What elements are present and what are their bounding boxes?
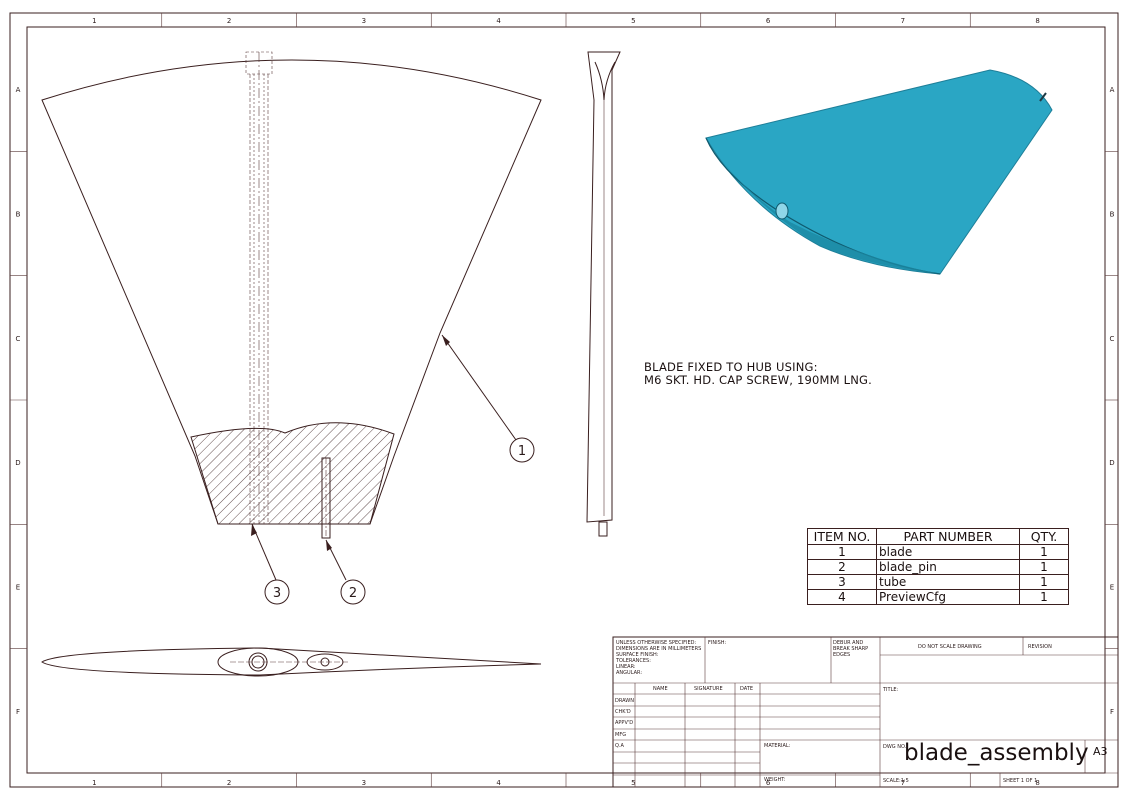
drawing-number: blade_assembly: [904, 740, 1089, 766]
zone-column-label: 8: [1035, 779, 1039, 787]
sheet-size: A3: [1093, 745, 1108, 758]
tube: [245, 51, 273, 524]
zone-column-label: 8: [1035, 17, 1039, 25]
bom-qty: 1: [1019, 574, 1069, 590]
front-view: [41, 51, 542, 539]
tb-qa: Q.A: [615, 743, 624, 749]
tb-date-header: DATE: [740, 686, 754, 692]
bom-header-part: PART NUMBER: [876, 528, 1020, 545]
tb-appvd: APPV'D: [615, 720, 634, 726]
bom-row: 2 blade_pin 1: [807, 559, 1069, 575]
zone-row-label: E: [1110, 584, 1114, 592]
zone-column-label: 3: [362, 779, 366, 787]
tb-dwg-no-label: DWG NO.: [883, 744, 907, 750]
zone-column-label: 6: [766, 779, 771, 787]
bom-item-no: 1: [807, 544, 877, 560]
zone-column-label: 6: [766, 17, 771, 25]
zone-row-label: E: [16, 584, 20, 592]
bom-header-item: ITEM NO.: [807, 528, 877, 545]
assembly-note-line-2: M6 SKT. HD. CAP SCREW, 190MM LNG.: [644, 373, 873, 387]
zone-column-label: 2: [227, 17, 231, 25]
zone-row-label: D: [15, 459, 20, 467]
zone-row-label: D: [1109, 459, 1114, 467]
callouts: 1 2 3: [251, 334, 535, 605]
tb-sheet: SHEET 1 OF 1: [1003, 778, 1038, 784]
bom-item-no: 3: [807, 574, 877, 590]
bom-part-number: blade: [876, 544, 1020, 560]
bottom-view: [41, 647, 542, 677]
zone-column-label: 5: [631, 779, 635, 787]
zone-column-label: 7: [901, 779, 905, 787]
zone-column-label: 1: [92, 779, 96, 787]
bom-part-number: tube: [876, 574, 1020, 590]
bom-qty: 1: [1019, 559, 1069, 575]
balloon-3: 3: [264, 579, 290, 605]
tb-revision: REVISION: [1028, 644, 1052, 650]
zone-row-label: F: [16, 708, 20, 716]
tb-chkd: CHK'D: [615, 709, 631, 715]
tb-weight: WEIGHT:: [764, 777, 786, 783]
svg-text:3: 3: [273, 586, 281, 601]
bom-row: 4 PreviewCfg 1: [807, 589, 1069, 605]
bom-row: 1 blade 1: [807, 544, 1069, 560]
isometric-model: [705, 69, 1053, 275]
zone-column-label: 4: [496, 779, 501, 787]
balloon-1: 1: [509, 437, 535, 463]
title-block-frame: [612, 636, 1119, 788]
bill-of-materials: ITEM NO. PART NUMBER QTY. 1 blade 1 2 bl…: [807, 528, 1069, 605]
tb-spec-note: UNLESS OTHERWISE SPECIFIED: DIMENSIONS A…: [616, 640, 702, 676]
zone-column-label: 3: [362, 17, 366, 25]
zone-row-label: C: [16, 335, 21, 343]
bom-part-number: blade_pin: [876, 559, 1020, 575]
tb-finish: FINISH:: [708, 640, 727, 646]
zone-row-label: A: [1110, 86, 1115, 94]
zone-row-label: F: [1110, 708, 1114, 716]
zone-column-label: 2: [227, 779, 231, 787]
tb-signature-header: SIGNATURE: [694, 686, 723, 692]
zone-row-label: B: [1110, 211, 1115, 219]
zone-column-label: 4: [496, 17, 501, 25]
balloon-2: 2: [340, 579, 366, 605]
bom-part-number: PreviewCfg: [876, 589, 1020, 605]
tb-mfg: MFG: [615, 732, 627, 738]
section-hatch: [190, 422, 395, 525]
zone-column-label: 7: [901, 17, 905, 25]
bom-qty: 1: [1019, 589, 1069, 605]
tb-drawn: DRAWN: [615, 698, 634, 704]
assembly-note-line-1: BLADE FIXED TO HUB USING:: [644, 360, 818, 374]
bom-row: 3 tube 1: [807, 574, 1069, 590]
tb-title-label: TITLE:: [883, 687, 899, 693]
bom-header-row: ITEM NO. PART NUMBER QTY.: [807, 528, 1069, 545]
bom-qty: 1: [1019, 544, 1069, 560]
svg-text:2: 2: [349, 586, 357, 601]
tb-scale: SCALE:1:5: [883, 778, 909, 784]
svg-text:1: 1: [518, 444, 526, 459]
side-view: [586, 51, 621, 537]
tb-material: MATERIAL:: [764, 743, 791, 749]
assembly-note: BLADE FIXED TO HUB USING: M6 SKT. HD. CA…: [644, 361, 872, 387]
zone-row-label: B: [16, 211, 21, 219]
zone-column-label: 1: [92, 17, 96, 25]
zone-row-label: C: [1110, 335, 1115, 343]
bom-item-no: 2: [807, 559, 877, 575]
tb-do-not-scale: DO NOT SCALE DRAWING: [918, 644, 982, 650]
blade-outline: [41, 59, 542, 525]
bom-item-no: 4: [807, 589, 877, 605]
tb-deburr: DEBUR AND BREAK SHARP EDGES: [833, 640, 869, 658]
zone-row-label: A: [16, 86, 21, 94]
bom-header-qty: QTY.: [1019, 528, 1069, 545]
blade-pin: [321, 457, 331, 539]
tb-name-header: NAME: [653, 686, 668, 692]
zone-column-label: 5: [631, 17, 635, 25]
